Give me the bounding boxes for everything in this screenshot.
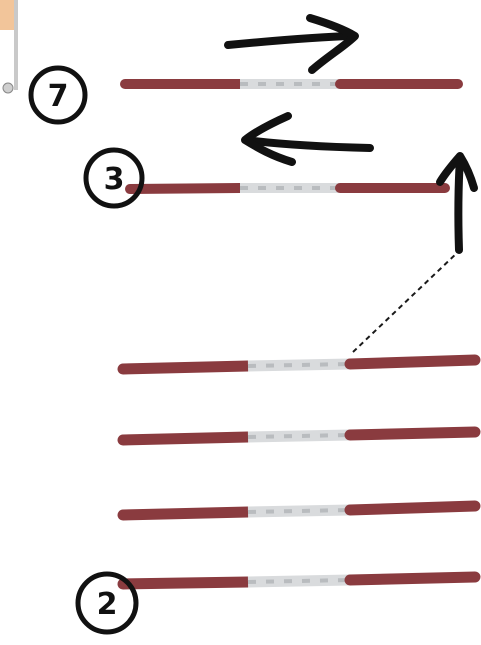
arrow-left-icon [241,112,374,166]
bar-row-5 [117,500,481,521]
circled-number-7: 7 [28,65,88,125]
circled-number-3: 3 [83,147,145,209]
bar-row-4 [117,426,481,446]
bar-row-3 [117,354,481,375]
level-label-2: 2 [97,587,118,622]
arrow-right-icon [224,14,359,74]
bar-row-2 [125,183,450,194]
level-label-7: 7 [48,79,69,114]
dashed-connector-line [352,251,459,353]
circled-number-2: 2 [75,571,139,635]
arrow-up-icon [436,152,478,254]
left-edge-fragment [0,0,18,94]
level-label-3: 3 [104,162,125,197]
bar-row-6 [117,571,481,590]
